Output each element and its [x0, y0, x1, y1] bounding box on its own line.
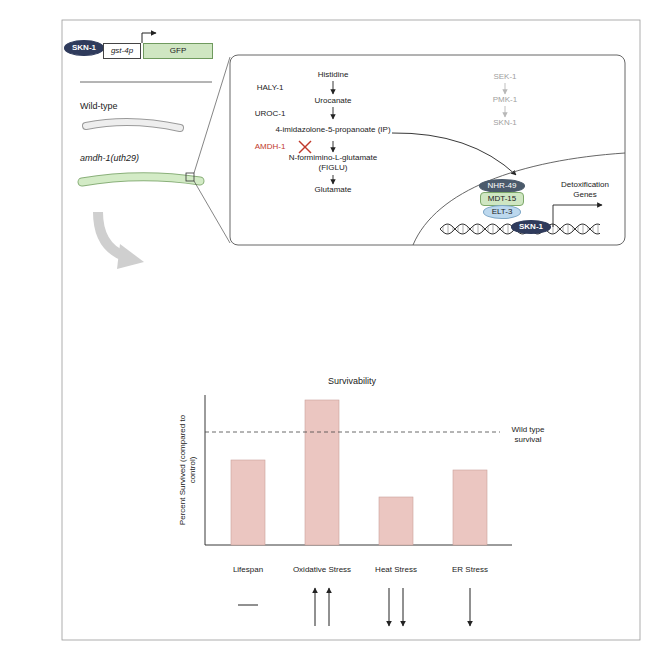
dna-rung: [563, 226, 564, 232]
node-text: SKN-1: [519, 222, 543, 232]
big-curved-arrow: [98, 212, 144, 269]
dna-rung: [458, 226, 459, 232]
dna-rung: [568, 224, 569, 234]
protein-box: MDT-15: [480, 192, 524, 206]
wild-type-worm: [86, 122, 180, 128]
divider-line: [80, 82, 212, 83]
enzyme-label: HALY-1: [257, 83, 284, 93]
node-text: MDT-15: [488, 194, 516, 204]
enzyme-label: UROC-1: [255, 109, 286, 119]
zoom-lines: [186, 57, 230, 243]
dna-rung: [503, 226, 504, 232]
category-label: Heat Stress: [375, 565, 417, 575]
dna-rung: [473, 226, 474, 232]
dna-rung: [478, 224, 479, 234]
dna-rung: [493, 224, 494, 234]
node-text: SKN-1: [72, 43, 96, 53]
dna-rung: [578, 226, 579, 232]
protein-oval: SKN-1: [511, 220, 551, 234]
strain-label: Wild-type: [80, 101, 118, 112]
trend-arrows: [238, 588, 470, 626]
nucleus-membrane: [413, 153, 625, 245]
metabolite-label: Histidine: [318, 70, 349, 80]
gene-label: Detoxification Genes: [554, 180, 616, 199]
node-text: ELT-3: [492, 207, 513, 217]
node-text: NHR-49: [488, 181, 517, 191]
metabolite-label: N-formimino-L-glutamate (FIGLU): [278, 153, 388, 172]
dna-rung: [593, 226, 594, 232]
protein-oval: ELT-3: [483, 205, 522, 219]
dna-rung: [488, 226, 489, 232]
chart-title: Survivability: [328, 376, 376, 387]
kinase-label: SEK-1: [493, 72, 516, 82]
reference-label: Wild type survival: [505, 425, 551, 444]
metabolite-label: Urocanate: [315, 96, 352, 106]
axis-title: Percent Survived (compared to control): [178, 414, 197, 526]
dna-rung: [588, 227, 589, 231]
node-text: gst-4p: [111, 46, 133, 56]
dna-rung: [448, 224, 449, 234]
node-text: GFP: [151, 46, 205, 56]
category-label: ER Stress: [452, 565, 488, 575]
outer-frame: [62, 20, 640, 640]
dna-rung: [558, 227, 559, 231]
dna-rung: [453, 227, 454, 231]
metabolite-label: Glutamate: [315, 185, 352, 195]
protein-oval: NHR-49: [479, 179, 526, 193]
promoter-arrow: [142, 33, 156, 43]
promoter-box: gst-4p: [103, 43, 141, 59]
dna-rung: [498, 227, 499, 231]
category-label: Lifespan: [233, 565, 263, 575]
transcription-arrow: [553, 205, 602, 227]
dna-rung: [508, 224, 509, 234]
dna-rung: [468, 227, 469, 231]
ip-arrow: [392, 133, 516, 175]
category-label: Oxidative Stress: [293, 565, 351, 575]
dna-rung: [443, 226, 444, 232]
bar-chart: [205, 395, 512, 545]
zoom-inset: [230, 55, 625, 245]
strain-label: amdh-1(uth29): [80, 153, 139, 164]
metabolite-label: 4-imidazolone-5-propanoate (IP): [274, 125, 392, 135]
dna-rung: [573, 227, 574, 231]
kinase-label: SKN-1: [493, 118, 517, 128]
mutant-worm: [82, 177, 200, 182]
reporter-box: GFP: [143, 43, 213, 59]
dna-rung: [463, 224, 464, 234]
dna-rung: [483, 227, 484, 231]
enzyme-label: AMDH-1: [255, 142, 286, 152]
dna-rung: [598, 224, 599, 234]
dna-rung: [583, 224, 584, 234]
red-cross: [299, 141, 311, 153]
kinase-label: PMK-1: [493, 95, 517, 105]
protein-oval: SKN-1: [64, 40, 104, 56]
